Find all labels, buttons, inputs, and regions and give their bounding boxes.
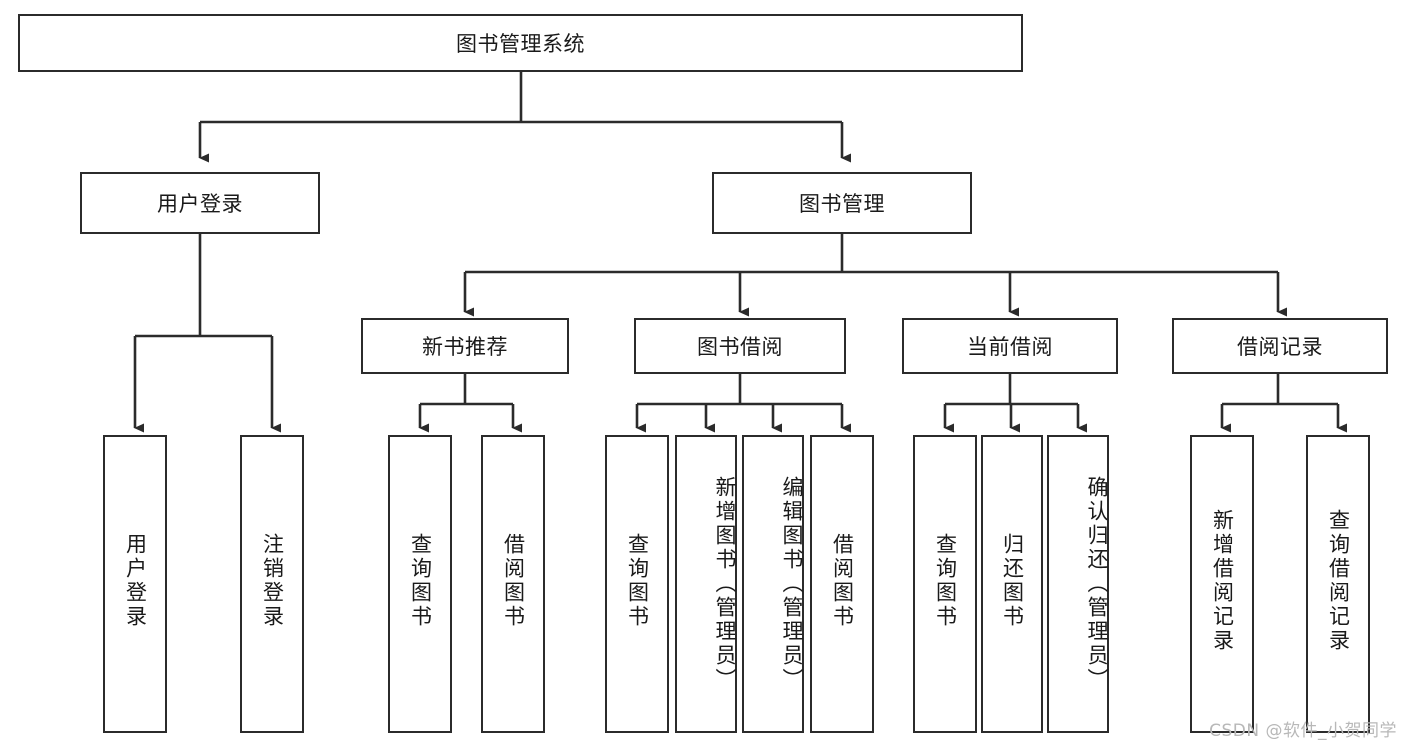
node-leaf-current-borrow-query-books[interactable]: 查询图书 — [913, 435, 977, 733]
node-leaf-book-borrow-add-book-admin[interactable]: 新增图书（管理员） — [675, 435, 737, 733]
node-book-management[interactable]: 图书管理 — [712, 172, 972, 234]
node-current-borrowing[interactable]: 当前借阅 — [902, 318, 1118, 374]
node-leaf-current-borrow-confirm-return-admin[interactable]: 确认归还（管理员） — [1047, 435, 1109, 733]
node-book-borrowing[interactable]: 图书借阅 — [634, 318, 846, 374]
node-user-login[interactable]: 用户登录 — [80, 172, 320, 234]
node-leaf-borrow-record-add-record[interactable]: 新增借阅记录 — [1190, 435, 1254, 733]
node-leaf-book-borrow-edit-book-admin[interactable]: 编辑图书（管理员） — [742, 435, 804, 733]
node-leaf-new-book-borrow-books[interactable]: 借阅图书 — [481, 435, 545, 733]
node-root-book-management-system[interactable]: 图书管理系统 — [18, 14, 1023, 72]
node-leaf-current-borrow-return-books[interactable]: 归还图书 — [981, 435, 1043, 733]
node-leaf-book-borrow-query-books[interactable]: 查询图书 — [605, 435, 669, 733]
node-borrowing-record[interactable]: 借阅记录 — [1172, 318, 1388, 374]
node-leaf-book-borrow-borrow-books[interactable]: 借阅图书 — [810, 435, 874, 733]
node-leaf-borrow-record-query-record[interactable]: 查询借阅记录 — [1306, 435, 1370, 733]
node-leaf-user-login-logout[interactable]: 注销登录 — [240, 435, 304, 733]
node-leaf-new-book-query-books[interactable]: 查询图书 — [388, 435, 452, 733]
node-leaf-user-login-login[interactable]: 用户登录 — [103, 435, 167, 733]
node-new-book-recommendation[interactable]: 新书推荐 — [361, 318, 569, 374]
